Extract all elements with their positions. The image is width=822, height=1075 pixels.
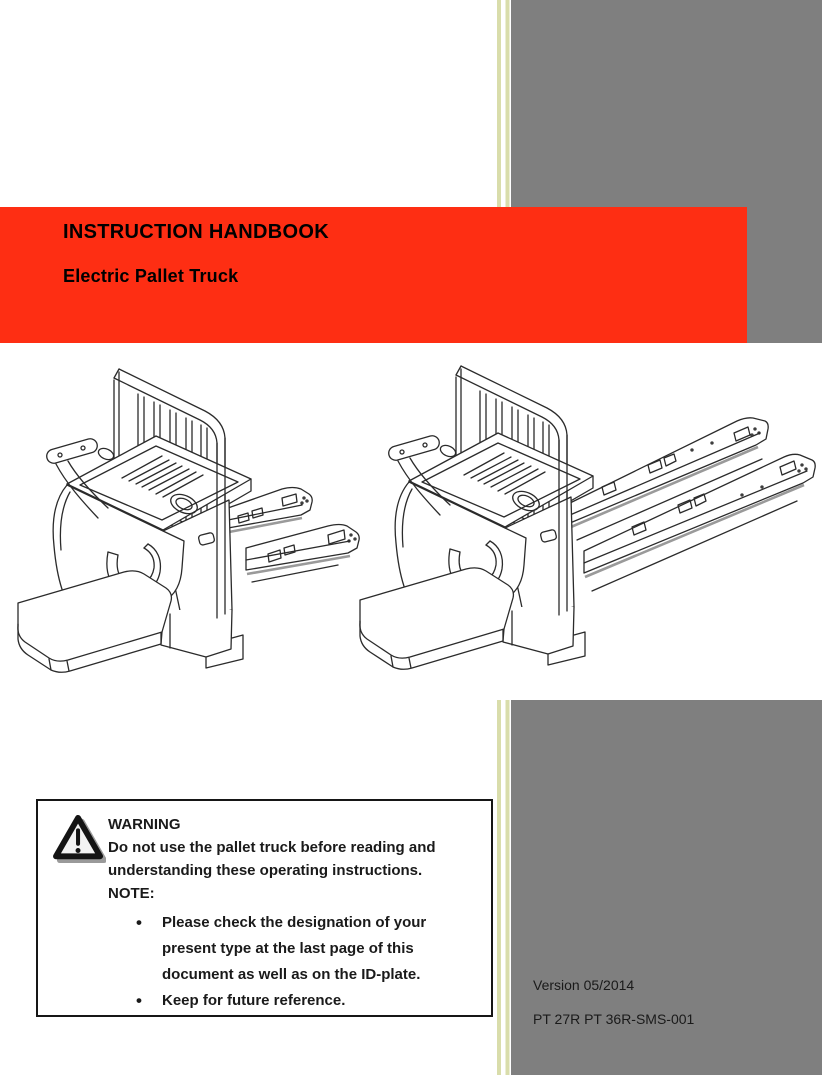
warning-body: Do not use the pallet truck before readi… [108, 839, 436, 879]
warning-bullet: Please check the designation of your pre… [108, 910, 453, 988]
warning-title: WARNING [108, 816, 181, 833]
truck-forks-long [569, 417, 816, 592]
pallet-truck-long-forks-illustration [359, 365, 816, 670]
warning-box: WARNING Do not use the pallet truck befo… [36, 799, 493, 1017]
handbook-title: INSTRUCTION HANDBOOK [63, 221, 329, 243]
divider-stripes-bottom [497, 700, 510, 1075]
title-banner [0, 207, 747, 343]
warning-bullet: Keep for future reference. [108, 988, 453, 1014]
truck-forks-short [227, 486, 360, 583]
gray-panel-bottom [511, 700, 822, 1075]
warning-bullet-list: Please check the designation of your pre… [108, 910, 453, 1014]
divider-stripes-top [497, 0, 510, 207]
footer-document-code: PT 27R PT 36R-SMS-001 [533, 1011, 695, 1027]
handbook-subtitle: Electric Pallet Truck [63, 266, 239, 286]
warning-triangle-icon [53, 814, 106, 864]
note-label: NOTE: [108, 885, 155, 902]
pallet-truck-short-forks-illustration [17, 368, 360, 673]
footer-version: Version 05/2014 [533, 977, 635, 993]
